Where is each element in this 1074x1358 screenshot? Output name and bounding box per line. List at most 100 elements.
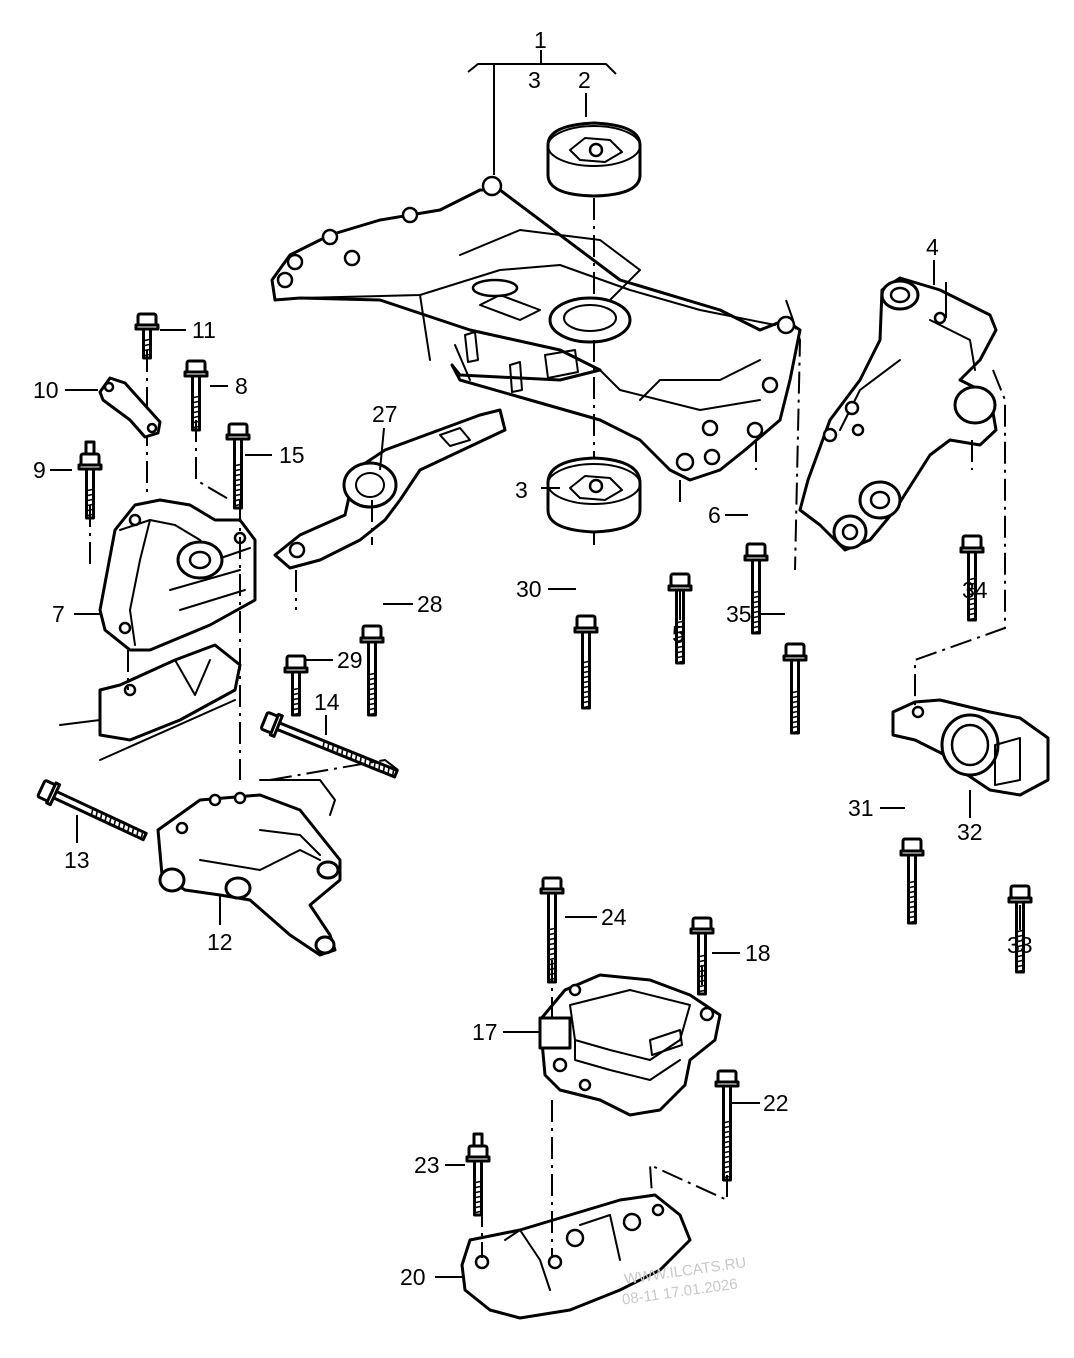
bolt-15-thread (233, 498, 243, 502)
engine-mount[interactable] (98, 498, 257, 652)
label-7: 7 (52, 601, 65, 627)
bolt-31-thread (907, 885, 917, 889)
gearbox-bracket[interactable] (156, 779, 342, 957)
bolt-9-thread (85, 493, 95, 497)
bolt-6-flange (743, 554, 769, 562)
bolt-8-thread (191, 415, 201, 419)
bolt-18-thread (697, 959, 707, 963)
bolt-14-flange (268, 712, 284, 738)
bolt-31[interactable] (899, 837, 925, 925)
label-3-top: 3 (528, 67, 541, 93)
label-17: 17 (472, 1019, 498, 1045)
bolt-9-flange (77, 463, 103, 471)
bolt-22-thread (722, 1135, 732, 1139)
label-12: 12 (207, 929, 233, 955)
bolt-14-thread (391, 767, 395, 778)
bolt-35[interactable] (782, 642, 808, 735)
bolt-13-thread (126, 824, 131, 834)
label-20: 20 (400, 1264, 426, 1290)
bolt-14-thread (354, 752, 358, 763)
bolt-35-head (784, 642, 806, 658)
bolt-22-thread (722, 1145, 732, 1149)
bolt-14-thread (335, 745, 340, 755)
bolt-28-flange (359, 636, 385, 644)
bolt-29[interactable] (283, 654, 309, 717)
bolt-6-thread (751, 630, 761, 634)
bolt-14[interactable] (260, 710, 400, 784)
bolt-23[interactable] (465, 1132, 491, 1217)
bolt-34-thread (967, 582, 977, 586)
bolt-6[interactable] (743, 542, 769, 635)
bolt-35-flange (782, 654, 808, 662)
retaining-plate[interactable] (98, 376, 162, 439)
bolt-33[interactable] (1007, 884, 1033, 974)
bolt-8[interactable] (183, 359, 209, 432)
bolt-14-thread (363, 756, 367, 767)
bolt-30-thread (581, 705, 591, 709)
bolt-15-thread (233, 478, 243, 482)
label-15: 15 (279, 442, 305, 468)
bolt-5-thread (675, 640, 685, 644)
bolt-30-thread (581, 690, 591, 694)
bolt-22-thread (722, 1130, 732, 1134)
label-1: 1 (534, 27, 547, 53)
bolt-15-thread (233, 463, 243, 467)
label-6: 6 (708, 502, 721, 528)
bolt-14-thread (359, 754, 363, 765)
torque-arm[interactable] (273, 408, 507, 570)
bolt-30-thread (581, 660, 591, 664)
bolt-14-thread (331, 743, 335, 753)
bolt-35-thread (790, 730, 800, 734)
bolt-5-thread (675, 660, 685, 664)
bolt-30-head (575, 614, 597, 630)
bolt-30-thread (581, 665, 591, 669)
bolt-8-thread (191, 405, 201, 409)
bolt-14-thread (326, 741, 330, 752)
bolt-28-thread (367, 692, 377, 696)
transmission-mount[interactable] (538, 973, 722, 1117)
bolt-34[interactable] (959, 534, 985, 622)
bolt-34-flange (959, 546, 985, 554)
bolt-30-thread (581, 700, 591, 704)
bolt-31-thread (907, 880, 917, 884)
rubber-mount-lower[interactable] (546, 456, 642, 534)
bolt-29-thread (291, 707, 301, 711)
subframe[interactable] (270, 175, 802, 482)
bolt-31-thread (907, 890, 917, 894)
bolt-14-thread (377, 762, 381, 772)
bolt-6-thread (751, 590, 761, 594)
bolt-6-head (745, 542, 767, 558)
bolt-6-thread (751, 600, 761, 604)
bolt-28[interactable] (359, 624, 385, 717)
bolt-22[interactable] (714, 1069, 740, 1182)
bolt-30-flange (573, 626, 599, 634)
bolt-35-thread (790, 705, 800, 709)
bolt-33-flange (1007, 896, 1033, 904)
bolt-13[interactable] (36, 778, 150, 846)
bolt-15[interactable] (225, 422, 251, 510)
rubber-mount-upper[interactable] (546, 121, 642, 198)
bolt-24-thread (547, 947, 557, 951)
label-4: 4 (926, 234, 939, 260)
bolt-14-thread (386, 766, 391, 776)
bolt-24[interactable] (539, 876, 565, 984)
label-22: 22 (763, 1090, 789, 1116)
gearbox-console[interactable] (460, 1193, 692, 1320)
bolt-30-thread (581, 675, 591, 679)
bolt-5-flange (667, 584, 693, 592)
bolt-23-thread (473, 1195, 483, 1199)
pendulum-support[interactable] (798, 276, 998, 552)
bolt-18-thread (697, 989, 707, 993)
bolt-30[interactable] (573, 614, 599, 710)
bolt-35-thread (790, 695, 800, 699)
bolt-5[interactable] (667, 572, 693, 665)
bolt-28-thread (367, 682, 377, 686)
bolt-6-thread (751, 620, 761, 624)
bolt-13-thread (94, 809, 99, 819)
bolt-23-thread (473, 1180, 483, 1184)
assembly-lines (89, 299, 1006, 1258)
bolt-31-thread (907, 905, 917, 909)
bolt-28-thread (367, 672, 377, 676)
bushing-bracket[interactable] (891, 698, 1050, 797)
bolt-24-thread (547, 942, 557, 946)
